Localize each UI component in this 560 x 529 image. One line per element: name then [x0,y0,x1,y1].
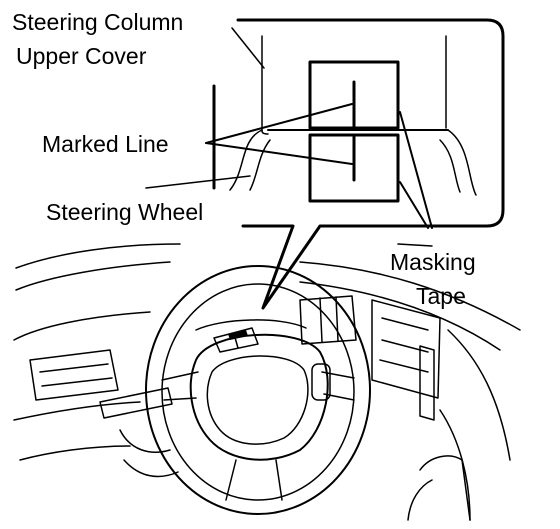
label-marked-line: Marked Line [42,131,169,157]
label-steering-column-upper-cover-1: Steering Column [12,9,184,35]
leader-lines [145,27,433,247]
callout-bubble [236,18,505,310]
upper-cover-drawing [229,35,477,196]
label-masking-tape-2: Tape [416,283,466,309]
label-steering-wheel: Steering Wheel [46,199,204,225]
dashboard-scene [13,243,521,521]
label-steering-column-upper-cover-2: Upper Cover [16,43,147,69]
masking-tape-pieces [308,60,400,203]
label-masking-tape-1: Masking [390,249,476,275]
